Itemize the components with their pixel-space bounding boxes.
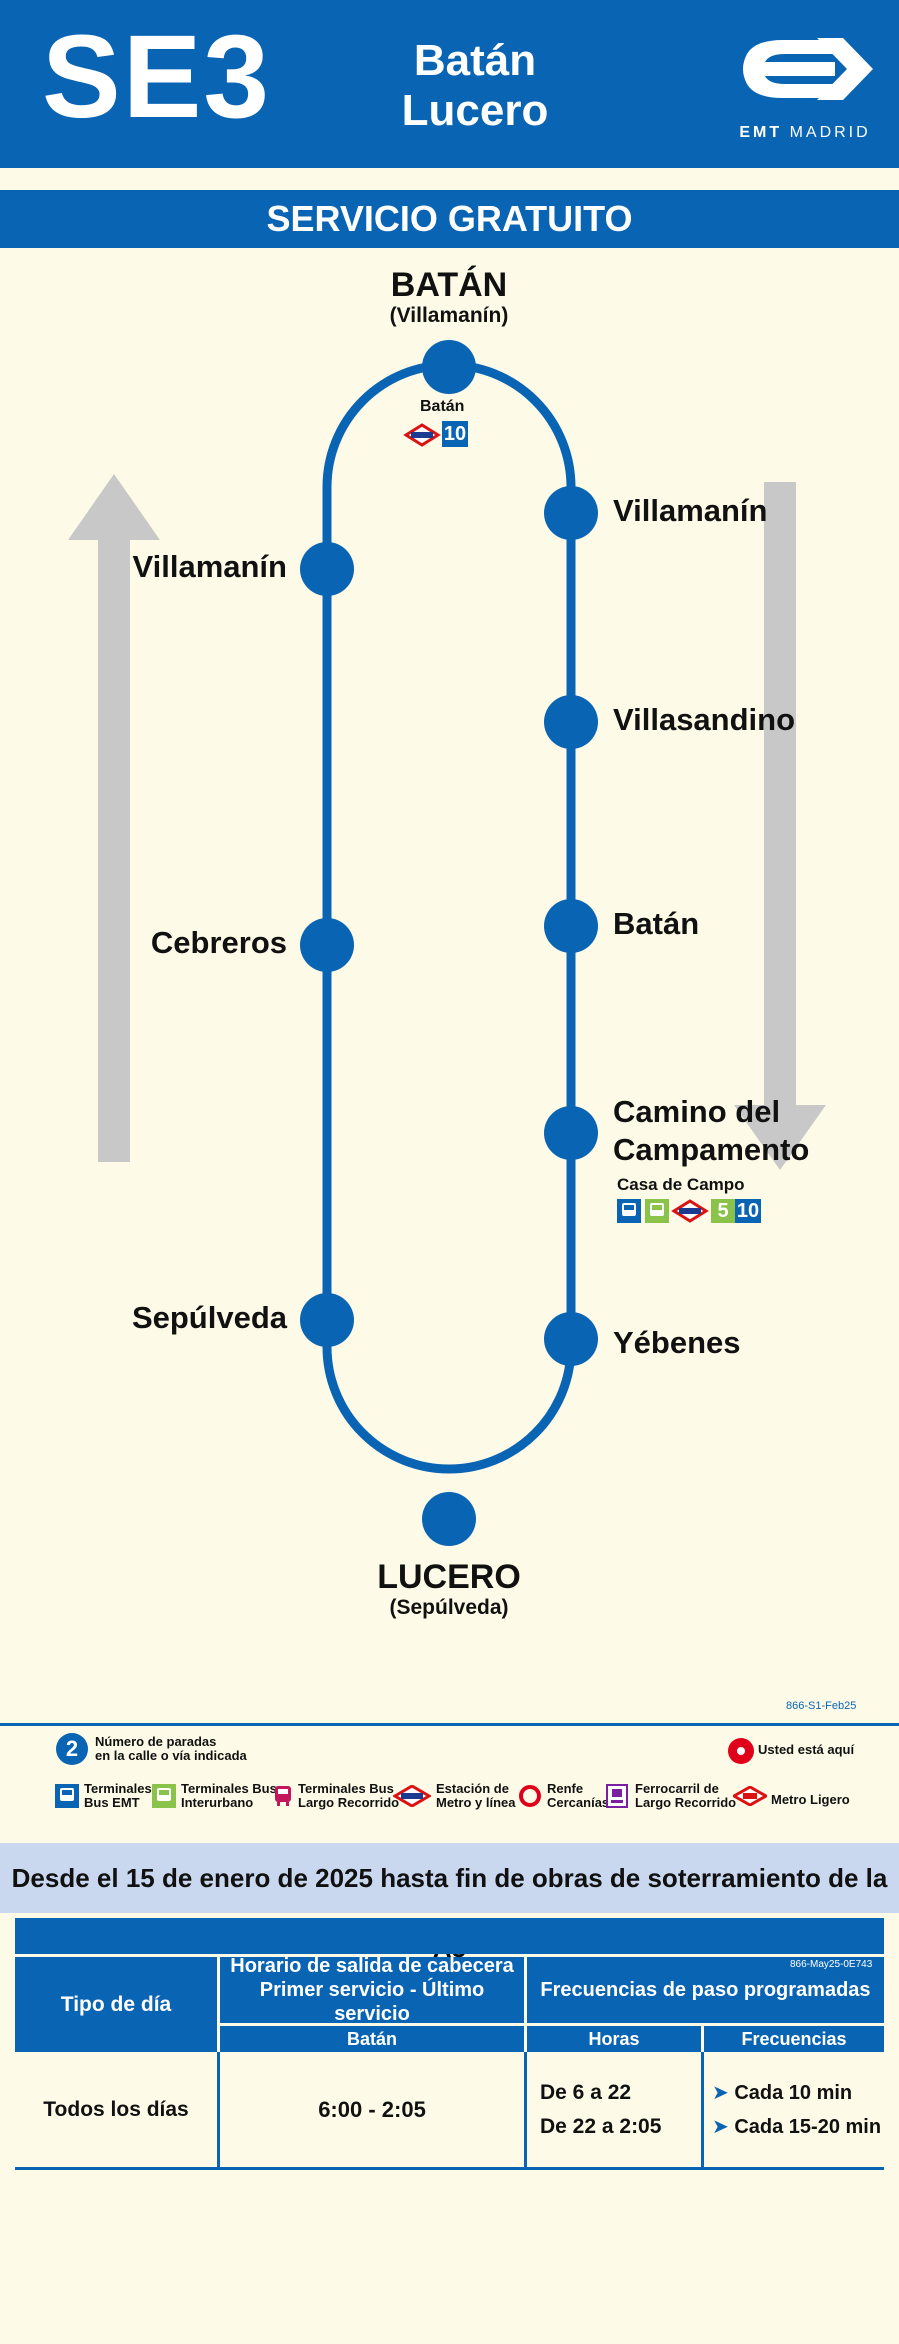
stop-dot-villasandino bbox=[544, 695, 598, 749]
renfe-icon bbox=[519, 1785, 541, 1807]
stop-dot-right-villamanin bbox=[544, 486, 598, 540]
bottom-terminal-sub: (Sepúlveda) bbox=[389, 1596, 509, 1619]
top-terminal-name: BATÁN bbox=[390, 266, 508, 304]
row-times: 6:00 - 2:05 bbox=[318, 2096, 426, 2122]
stop-dot-left-villamanin bbox=[300, 542, 354, 596]
bus-interurban-icon bbox=[152, 1784, 176, 1808]
stop-dot-cebreros bbox=[300, 918, 354, 972]
col-day-header: Tipo de día bbox=[15, 1957, 217, 2052]
stop-dot-campamento bbox=[544, 1106, 598, 1160]
top-terminal: BATÁN (Villamanín) bbox=[299, 266, 599, 328]
direction-arrow-down bbox=[734, 482, 826, 1170]
row-frequencies: ➤ Cada 10 min ➤ Cada 15-20 min bbox=[712, 2081, 882, 2138]
col-freq-header: Frecuencias de paso programadas bbox=[527, 1957, 884, 2023]
col-hours-header: Horas bbox=[527, 2026, 701, 2052]
batan-stop-name: Batán bbox=[420, 398, 465, 415]
route-loop bbox=[322, 360, 576, 1474]
metro-icon bbox=[671, 1199, 709, 1223]
schedule-top-bar bbox=[15, 1918, 884, 1954]
service-band: SERVICIO GRATUITO bbox=[0, 190, 899, 248]
header-bar: SE3 Batán Lucero EMT MADRID bbox=[0, 0, 899, 168]
emt-logo-icon bbox=[743, 38, 873, 100]
bus-long-distance-icon bbox=[275, 1786, 291, 1806]
stops-number-icon: 2 bbox=[56, 1733, 88, 1765]
metro-line-badge: 10 bbox=[442, 421, 468, 447]
train-icon bbox=[606, 1784, 628, 1808]
stop-dot-lucero bbox=[422, 1492, 476, 1546]
terminal-a: Batán bbox=[413, 36, 537, 85]
arrow-icon: ➤ bbox=[712, 2081, 729, 2104]
stop-label-right: Campamento bbox=[613, 1132, 810, 1167]
stop-dot-batan-top bbox=[422, 340, 476, 394]
stop-label-right: Villamanín bbox=[613, 493, 768, 528]
table-divider bbox=[524, 2052, 527, 2167]
metro-icon bbox=[393, 1785, 431, 1807]
notice-banner: Desde el 15 de enero de 2025 hasta fin d… bbox=[0, 1843, 899, 1963]
bus-interurban-icon bbox=[645, 1199, 669, 1223]
table-divider bbox=[701, 2052, 704, 2167]
top-terminal-sub: (Villamanín) bbox=[389, 304, 509, 327]
stop-label-right: Camino del bbox=[613, 1094, 781, 1129]
bottom-terminal-name: LUCERO bbox=[377, 1558, 521, 1596]
you-are-here-text: Usted está aquí bbox=[758, 1742, 855, 1757]
metro-line-badge: 10 bbox=[735, 1199, 761, 1223]
table-bottom-line bbox=[15, 2167, 884, 2170]
legend-label: Metro Ligero bbox=[771, 1792, 850, 1807]
direction-arrow-up bbox=[68, 474, 160, 1162]
row-day: Todos los días bbox=[43, 2097, 189, 2121]
bottom-terminal: LUCERO (Sepúlveda) bbox=[299, 1558, 599, 1620]
legend-code: 866-S1-Feb25 bbox=[786, 1700, 857, 1712]
emt-logo-text: EMT MADRID bbox=[739, 124, 871, 141]
bus-emt-icon bbox=[55, 1784, 79, 1808]
stop-dot-yebenes bbox=[544, 1312, 598, 1366]
you-are-here-icon bbox=[728, 1738, 754, 1764]
stop-label-left: Cebreros bbox=[150, 925, 287, 960]
table-divider bbox=[217, 2052, 220, 2167]
metro-icon bbox=[403, 423, 441, 447]
stop-label-right: Batán bbox=[613, 906, 700, 941]
stop-label-right: Yébenes bbox=[613, 1325, 741, 1360]
terminals: Batán Lucero bbox=[360, 36, 590, 136]
emt-logo: EMT MADRID bbox=[735, 36, 875, 146]
metro-ligero-icon bbox=[733, 1786, 767, 1806]
line-code: SE3 bbox=[42, 11, 272, 143]
bus-emt-icon bbox=[617, 1199, 641, 1223]
stop-label-left: Villamanín bbox=[132, 549, 288, 584]
terminal-b: Lucero bbox=[401, 86, 549, 135]
stop-dot-batan bbox=[544, 899, 598, 953]
casa-de-campo-label: Casa de Campo bbox=[617, 1175, 745, 1194]
col-frequencies-header: Frecuencias bbox=[704, 2026, 884, 2052]
arrow-icon: ➤ bbox=[712, 2115, 729, 2138]
stop-label-right: Villasandino bbox=[613, 702, 796, 737]
schedule-code: 866-May25-0E743 bbox=[790, 1959, 873, 1970]
stop-label-left: Sepúlveda bbox=[131, 1300, 287, 1335]
metro-line-badge: 5 bbox=[711, 1199, 735, 1223]
route-diagram bbox=[68, 340, 826, 1546]
legend-divider bbox=[0, 1723, 899, 1726]
stop-dot-sepulveda bbox=[300, 1293, 354, 1347]
col-times-sub-header: Batán bbox=[220, 2026, 524, 2052]
